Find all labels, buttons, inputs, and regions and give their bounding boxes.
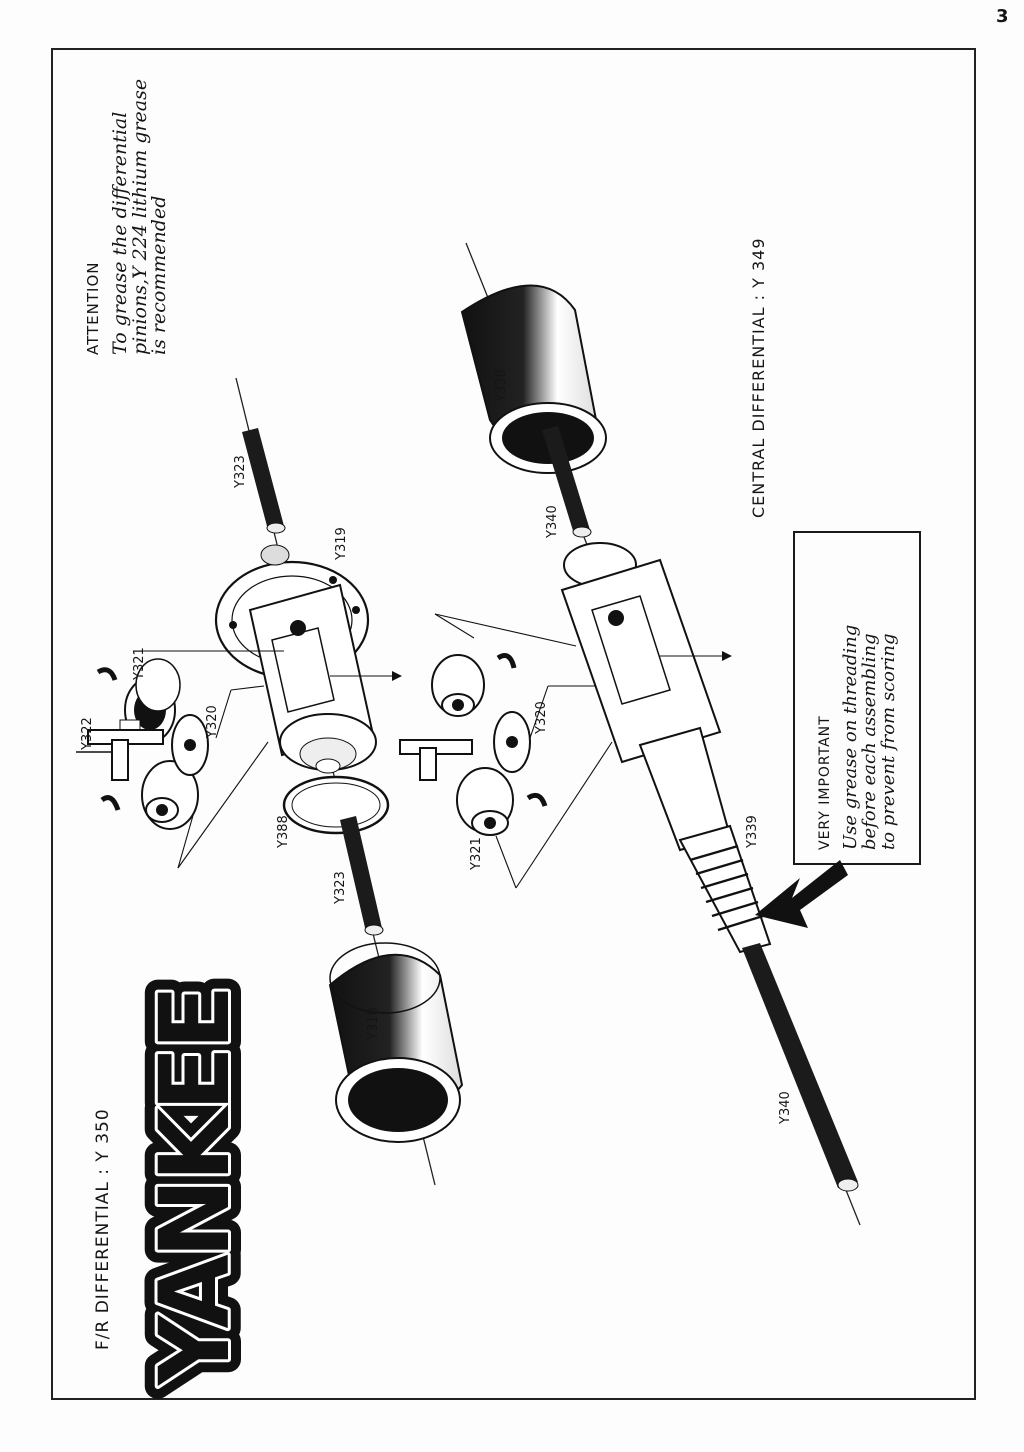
attention-note: ATTENTION To grease the differential pin…	[84, 79, 170, 355]
very-important-line-2: before each assembling	[859, 633, 880, 850]
label-y388: Y388	[276, 815, 291, 849]
label-y339: Y339	[745, 815, 760, 849]
diagram-frame	[51, 48, 976, 1400]
very-important-box	[793, 531, 921, 865]
pinion-gears-right	[431, 654, 531, 836]
label-y321-top: Y321	[132, 647, 147, 681]
cross-pin-right	[399, 739, 473, 781]
attention-line-2: pinions,Y 224 lithium grease	[129, 79, 151, 355]
label-y340-bottom: Y340	[778, 1091, 793, 1125]
cross-pin-y322	[76, 729, 164, 781]
very-important-line-3: to prevent from scoring	[878, 634, 899, 850]
shaft-y323-top	[242, 428, 286, 534]
svg-text:CENTRAL DIFFERENTIAL : Y 349: CENTRAL DIFFERENTIAL : Y 349	[749, 238, 768, 519]
label-y320-bottom: Y320	[534, 701, 549, 735]
pin-icon	[496, 653, 517, 669]
arrow-icon	[755, 860, 848, 928]
pin-icon	[526, 792, 548, 807]
leader-lines-left	[143, 650, 284, 869]
label-y338: Y338	[494, 369, 509, 403]
leader-lines-right	[434, 613, 613, 889]
label-y323-top: Y323	[233, 455, 248, 489]
housing-central	[560, 542, 732, 852]
label-y318: Y318	[366, 1007, 381, 1041]
svg-text:F/R DIFFERENTIAL : Y 350: F/R DIFFERENTIAL : Y 350	[93, 1108, 113, 1350]
shaft-y340-bottom	[742, 943, 859, 1192]
pin-icon	[96, 667, 118, 681]
pin-icon	[100, 795, 121, 811]
attention-heading: ATTENTION	[84, 262, 102, 355]
yankee-logo: YANKEE YANKEE YANKEE	[126, 975, 264, 1399]
very-important-note: VERY IMPORTANT Use grease on threading b…	[817, 625, 899, 850]
shaft-y340-top	[542, 426, 592, 538]
fr-differential-title: F/R DIFFERENTIAL : Y 350	[93, 1108, 113, 1350]
label-y321-bottom: Y321	[469, 837, 484, 871]
very-important-heading: VERY IMPORTANT	[817, 715, 833, 850]
label-y340-top: Y340	[545, 505, 560, 539]
label-y319: Y319	[334, 527, 349, 561]
svg-text:YANKEE: YANKEE	[139, 988, 251, 1386]
cup-y338	[460, 284, 607, 474]
housing-y319	[248, 583, 402, 774]
label-y320-top: Y320	[205, 705, 220, 739]
shaft-y323-bottom	[340, 816, 384, 936]
svg-text:YANKEE: YANKEE	[139, 988, 251, 1386]
threaded-end-y339	[678, 824, 772, 954]
ring-y388	[282, 775, 390, 835]
label-y322: Y322	[80, 717, 95, 751]
cup-y318	[328, 942, 464, 1143]
svg-text:YANKEE: YANKEE	[139, 988, 251, 1386]
attention-line-1: To grease the differential	[109, 112, 131, 355]
page-number: 3	[996, 6, 1009, 27]
attention-line-3: is recommended	[148, 196, 170, 355]
central-differential-title: CENTRAL DIFFERENTIAL : Y 349	[749, 238, 768, 519]
label-y323-bottom: Y323	[333, 871, 348, 905]
very-important-line-1: Use grease on threading	[840, 625, 861, 850]
